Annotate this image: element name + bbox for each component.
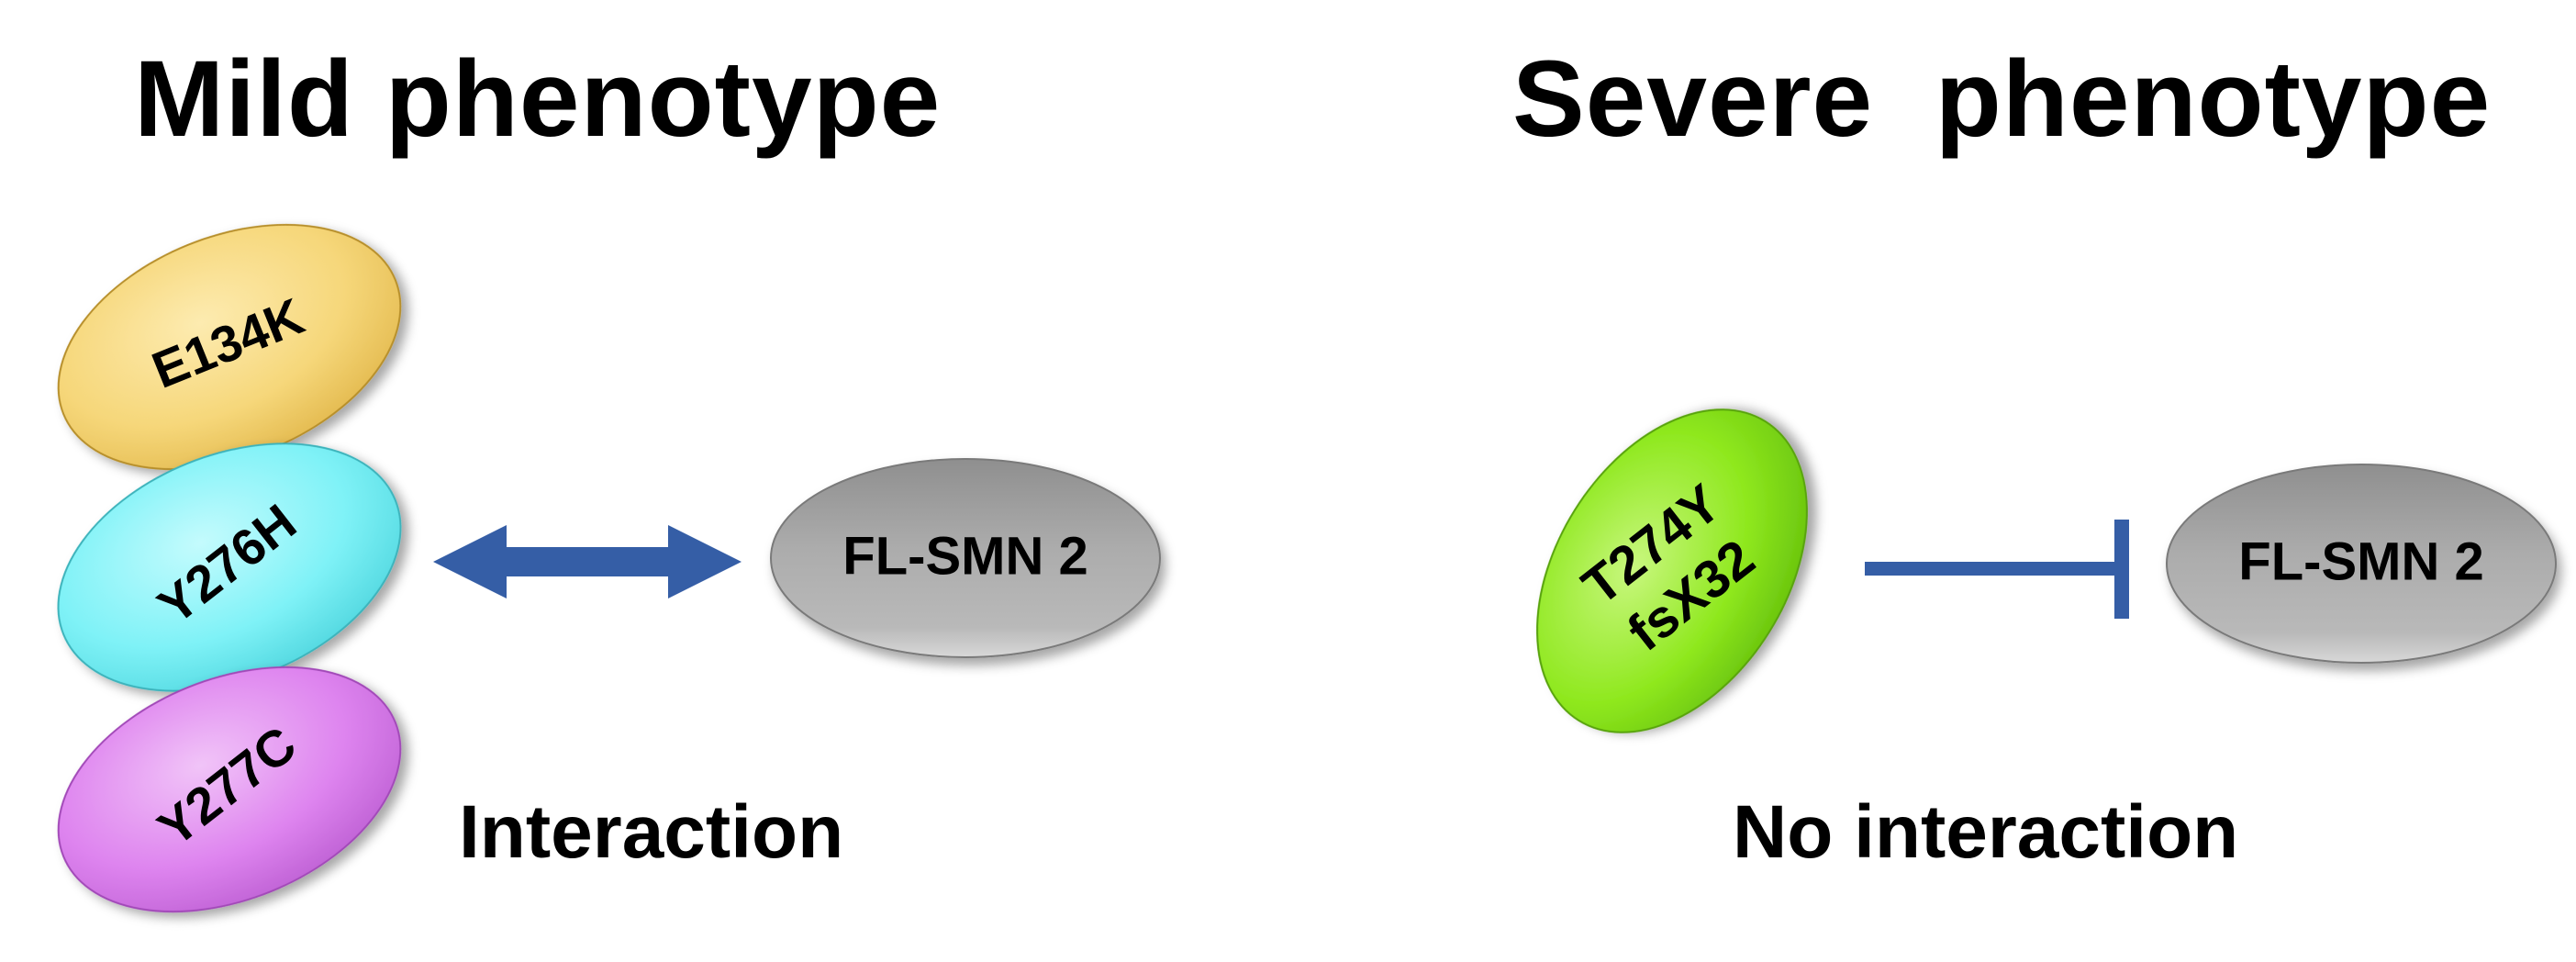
mutant-ellipse-y277c: Y277C (57, 666, 402, 913)
mutant-ellipse-e134k: E134K (57, 223, 402, 471)
mutant-ellipse-t274y-fsx32: T274Y fsX32 (1536, 408, 1808, 733)
no-interaction-blunt-line (1865, 520, 2129, 619)
partner-label-mild: FL-SMN 2 (842, 526, 1087, 586)
interaction-caption: Interaction (459, 790, 844, 874)
interaction-double-arrow (433, 525, 742, 598)
mild-phenotype-title: Mild phenotype (134, 39, 942, 160)
partner-ellipse-fl-smn2-mild: FL-SMN 2 (770, 458, 1161, 658)
severe-phenotype-title: Severe phenotype (1512, 39, 2492, 160)
partner-label-severe: FL-SMN 2 (2238, 531, 2483, 591)
partner-ellipse-fl-smn2-severe: FL-SMN 2 (2166, 464, 2557, 664)
no-interaction-caption: No interaction (1733, 790, 2239, 874)
mutant-ellipse-y276h: Y276H (57, 442, 402, 692)
